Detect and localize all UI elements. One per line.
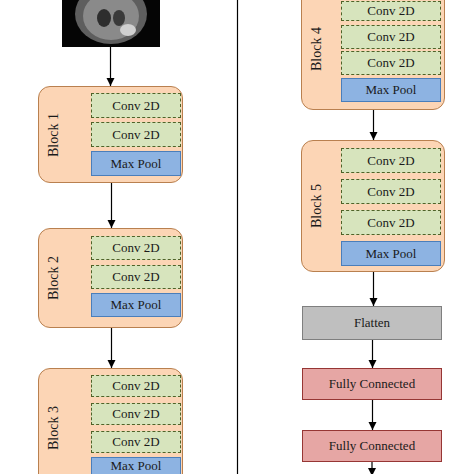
fully-connected-box: Fully Connected (302, 430, 442, 462)
mri-ventricle (97, 9, 111, 27)
layer-label: Conv 2D (367, 55, 414, 71)
block-label: Block 4 (309, 27, 325, 71)
mri-ventricle (113, 10, 125, 26)
conv-layer-box: Conv 2D (91, 403, 181, 425)
output-arrow (371, 462, 372, 474)
conv-layer-box: Conv 2D (341, 51, 441, 75)
block-label: Block 3 (46, 406, 62, 450)
conv-block: Block 2 Conv 2D Conv 2D Max Pool (38, 228, 183, 328)
layer-label: Conv 2D (367, 29, 414, 45)
conv-layer-box: Conv 2D (341, 148, 441, 173)
conv-layer-box: Conv 2D (91, 236, 181, 260)
conv-layer-box: Conv 2D (91, 122, 181, 147)
layer-label: Conv 2D (112, 406, 159, 422)
layer-label: Conv 2D (112, 98, 159, 114)
conv-layer-box: Conv 2D (91, 265, 181, 289)
max-pool-box: Max Pool (91, 293, 181, 317)
layer-label: Conv 2D (367, 3, 414, 19)
layer-label: Fully Connected (329, 376, 415, 392)
mri-image (62, 0, 160, 47)
mri-lesion (120, 24, 136, 36)
layer-label: Max Pool (111, 156, 162, 172)
block-label: Block 5 (309, 184, 325, 228)
layer-label: Conv 2D (112, 434, 159, 450)
layer-label: Conv 2D (112, 269, 159, 285)
conv-block: Block 1 Conv 2D Conv 2D Max Pool (38, 86, 183, 183)
flow-arrow (373, 272, 374, 306)
block-label: Block 1 (46, 113, 62, 157)
layer-label: Max Pool (111, 297, 162, 313)
max-pool-box: Max Pool (91, 457, 181, 474)
conv-layer-box: Conv 2D (341, 179, 441, 204)
layer-label: Max Pool (366, 246, 417, 262)
conv-layer-box: Conv 2D (91, 375, 181, 397)
max-pool-box: Max Pool (341, 241, 441, 266)
layer-label: Conv 2D (367, 184, 414, 200)
flatten-box: Flatten (302, 306, 442, 340)
flow-arrow (373, 110, 374, 140)
layer-label: Max Pool (111, 458, 162, 474)
block-label: Block 2 (46, 256, 62, 300)
layer-label: Conv 2D (367, 215, 414, 231)
input-arrow (110, 47, 111, 86)
mri-brain (75, 0, 147, 44)
flow-arrow (111, 328, 112, 368)
conv-layer-box: Conv 2D (91, 93, 181, 118)
conv-layer-box: Conv 2D (341, 210, 441, 235)
flow-arrow (372, 400, 373, 430)
layer-label: Max Pool (366, 82, 417, 98)
max-pool-box: Max Pool (91, 151, 181, 176)
layer-label: Fully Connected (329, 438, 415, 454)
mri-brain-inner (83, 0, 139, 40)
flow-arrow (111, 183, 112, 228)
conv-block: Block 4 Conv 2D Conv 2D Conv 2D Max Pool (301, 0, 445, 110)
flow-arrow (372, 340, 373, 368)
conv-layer-box: Conv 2D (91, 431, 181, 453)
layer-label: Conv 2D (112, 378, 159, 394)
conv-block: Block 3 Conv 2D Conv 2D Conv 2D Max Pool (38, 368, 183, 474)
conv-layer-box: Conv 2D (341, 1, 441, 21)
layer-label: Conv 2D (367, 153, 414, 169)
fully-connected-box: Fully Connected (302, 368, 442, 400)
max-pool-box: Max Pool (341, 78, 441, 102)
conv-block: Block 5 Conv 2D Conv 2D Conv 2D Max Pool (301, 140, 445, 272)
layer-label: Conv 2D (112, 240, 159, 256)
column-divider (237, 0, 238, 474)
conv-layer-box: Conv 2D (341, 25, 441, 49)
layer-label: Conv 2D (112, 127, 159, 143)
layer-label: Flatten (354, 315, 390, 331)
